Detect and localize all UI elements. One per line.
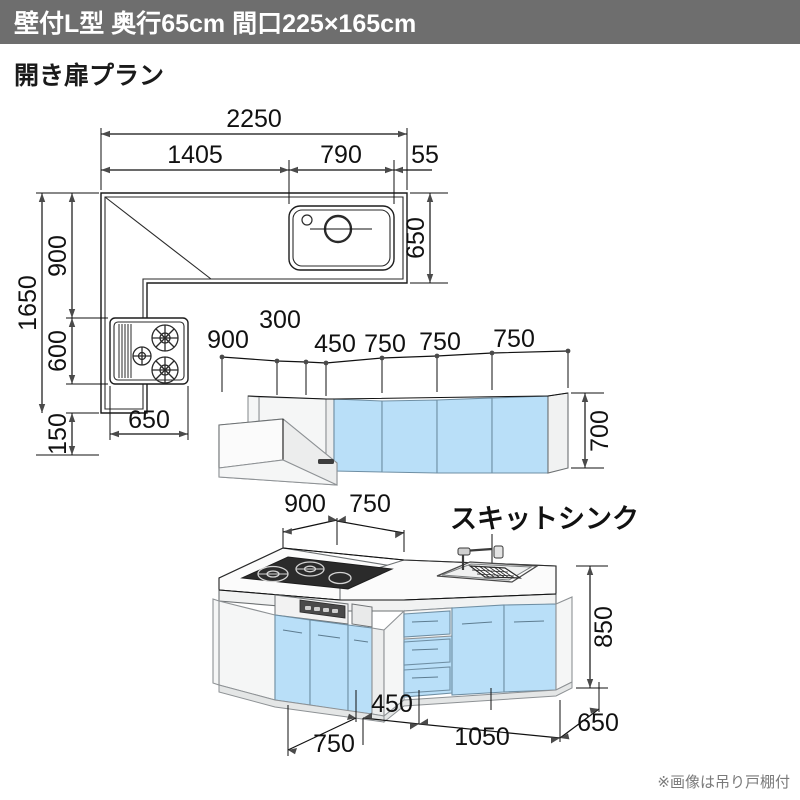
dim-base-850: 850 (586, 566, 618, 688)
plan-cooktop-icon (109, 317, 189, 385)
page-title: 壁付L型 奥行65cm 間口225×165cm (14, 10, 417, 38)
dim-value: 900 (207, 326, 249, 354)
dim-value: 450 (371, 690, 413, 718)
sink-label: スキットシンク (450, 504, 639, 534)
footnote: ※画像は吊り戸棚付 (657, 774, 790, 791)
dim-value: 150 (44, 413, 72, 455)
dim-value: 1050 (454, 723, 510, 751)
dim-value: 750 (364, 330, 406, 358)
dim-value: 650 (577, 709, 619, 737)
dim-value: 790 (320, 141, 362, 169)
dim-plan-1405: 1405 (101, 141, 289, 174)
dim-plan-600: 600 (44, 318, 76, 384)
dim-value: 900 (284, 490, 326, 518)
base-dim-bottom: 750 450 1050 650 (287, 682, 619, 758)
range-hood (218, 417, 338, 486)
dim-wall-700: 700 (581, 393, 614, 468)
dim-plan-cooktop-650: 650 (110, 406, 188, 438)
base-cooktop (240, 556, 394, 590)
dim-value: 750 (349, 490, 391, 518)
dim-plan-2250: 2250 (101, 105, 407, 138)
dim-plan-1650: 1650 (14, 193, 46, 413)
dim-value: 300 (259, 306, 301, 334)
dim-plan-55: 55 (394, 141, 439, 174)
dim-value: 650 (128, 406, 170, 434)
base-dim-top: 900 750 (282, 490, 405, 560)
base-cabinet-view: 900 750 スキットシンク (212, 490, 639, 758)
dim-value: 750 (313, 730, 355, 758)
wall-dim-chain: 900 300 450 750 750 750 (207, 306, 571, 396)
dim-value: 600 (44, 330, 72, 372)
page-subtitle: 開き扉プラン (14, 62, 165, 90)
dim-value: 1405 (167, 141, 223, 169)
base-sink (436, 545, 540, 583)
wall-cabinet-view: 900 300 450 750 750 750 (207, 306, 614, 486)
dim-value: 700 (586, 410, 614, 452)
dim-value: 750 (419, 328, 461, 356)
dim-value: 1650 (14, 275, 42, 331)
dim-value: 2250 (226, 105, 282, 133)
dim-value: 850 (590, 606, 618, 648)
dim-value: 55 (411, 141, 439, 169)
title-bar: 壁付L型 奥行65cm 間口225×165cm (0, 0, 800, 44)
dim-value: 750 (493, 325, 535, 353)
plan-sink-icon (288, 205, 395, 271)
dim-value: 900 (44, 235, 72, 277)
dim-value: 650 (402, 217, 430, 259)
dim-plan-900: 900 (44, 193, 76, 318)
dim-plan-150: 150 (44, 413, 76, 455)
dim-plan-790: 790 (289, 141, 394, 174)
plan-view: 2250 1405 790 55 (14, 105, 448, 456)
dim-value: 450 (314, 330, 356, 358)
dim-plan-650-depth: 650 (402, 193, 434, 283)
